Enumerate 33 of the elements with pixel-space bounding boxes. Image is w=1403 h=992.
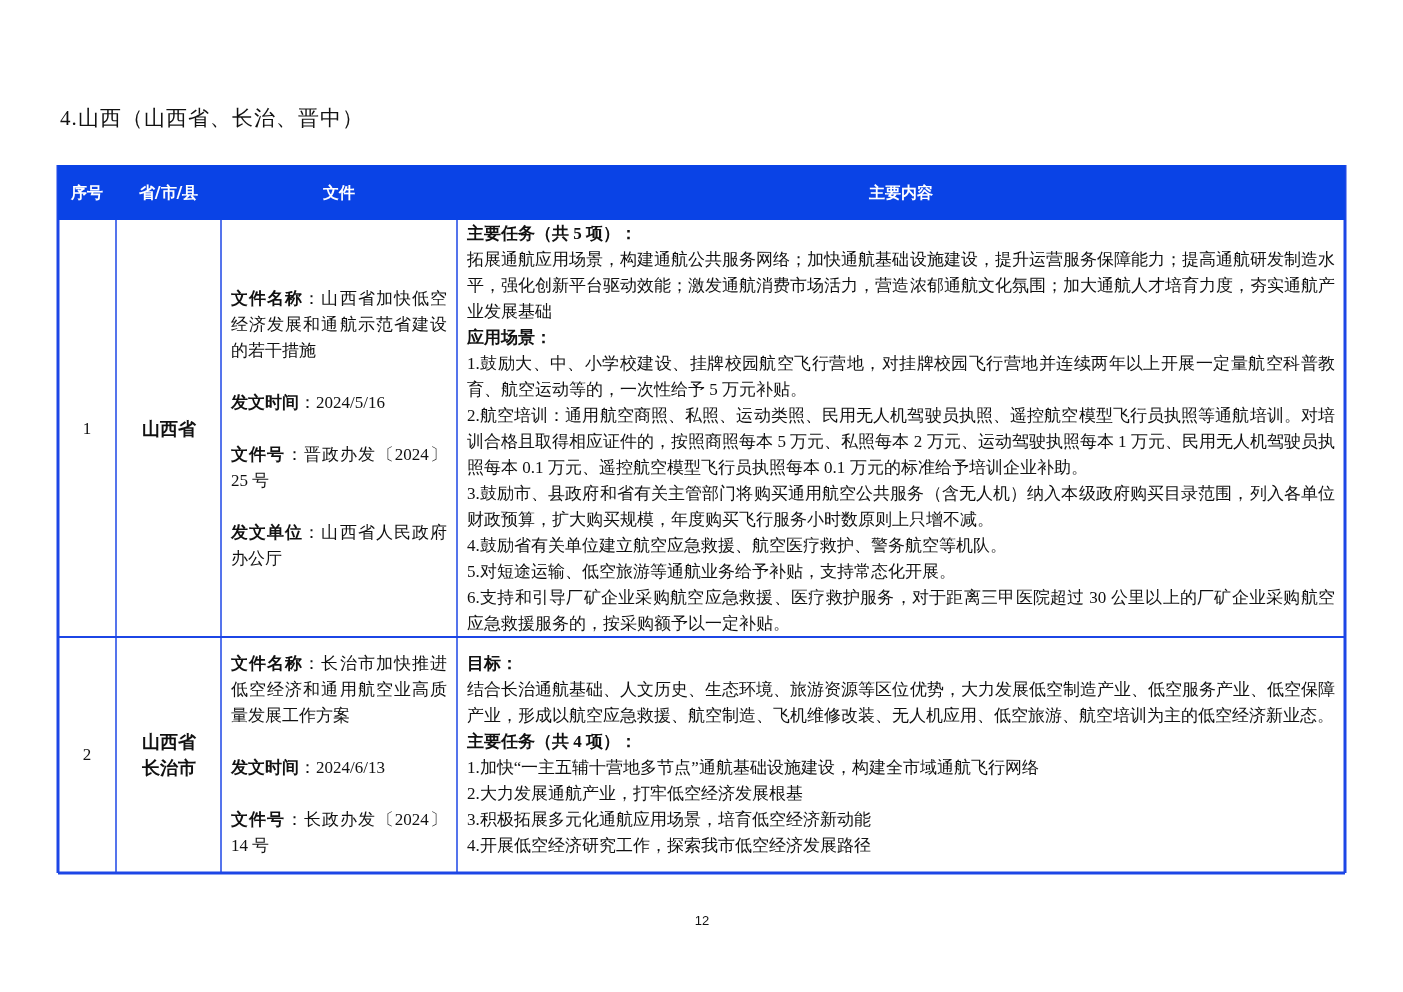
cell-text: 3.积极拓展多元化通航应用场景，培育低空经济新动能 xyxy=(467,809,872,831)
document-field: 发文单位：山西省人民政府办公厅 xyxy=(231,519,447,572)
section-heading: 主要任务（共 4 项）： xyxy=(467,731,638,753)
cell-text: 拓展通航应用场景，构建通航公共服务网络；加快通航基础设施建设，提升运营服务保障能力；提高通航研发制造水平，强化创新平台驱动效能；激发通航消费市场活力，营造浓郁通航文化氛围；加大通航人才培育力度，夯实通航产业发展基础 xyxy=(467,248,1335,323)
column-header: 主要内容 xyxy=(868,182,934,204)
column-header: 文件 xyxy=(322,182,356,204)
document-field: 文件名称：长治市加快推进低空经济和通用航空业高质量发展工作方案 xyxy=(231,651,447,729)
column-header: 序号 xyxy=(70,182,104,204)
cell-text: 结合长治通航基础、人文历史、生态环境、旅游资源等区位优势，大力发展低空制造产业、低空服务产业、低空保障产业，形成以航空应急救援、航空制造、飞机维修改装、无人机应用、低空旅游、航空培训为主的低空经济新业态。 xyxy=(467,679,1335,727)
document-field: 文件号：长政办发〔2024〕14 号 xyxy=(231,807,447,859)
document-field: 发文时间：2024/6/13 xyxy=(231,755,447,781)
section-heading: 应用场景： xyxy=(467,326,553,349)
page-number: 12 xyxy=(693,913,711,928)
cell-text: 3.鼓励市、县政府和省有关主管部门将购买通用航空公共服务（含无人机）纳入本级政府购买目录范围，列入各单位财政预算，扩大购买规模，年度购买飞行服务小时数原则上只增不减。 xyxy=(467,482,1335,531)
column-header: 省/市/县 xyxy=(137,182,200,204)
cell-text: 1.鼓励大、中、小学校建设、挂牌校园航空飞行营地，对挂牌校园飞行营地并连续两年以上开展一定量航空科普教育、航空运动等的，一次性给予 5 万元补贴。 xyxy=(467,352,1335,401)
cell-text: 1.加快“一主五辅十营地多节点”通航基础设施建设，构建全市域通航飞行网络 xyxy=(467,757,1040,779)
cell-text: 4.开展低空经济研究工作，探索我市低空经济发展路径 xyxy=(467,835,872,857)
cell-text: 2.大力发展通航产业，打牢低空经济发展根基 xyxy=(467,783,804,805)
row-number: 2 xyxy=(82,744,92,766)
row-number: 1 xyxy=(82,417,92,440)
section-heading: 主要任务（共 5 项）： xyxy=(467,222,638,245)
document-field: 文件名称：山西省加快低空经济发展和通航示范省建设的若干措施 xyxy=(231,285,447,364)
section-heading: 目标： xyxy=(467,653,519,675)
cell-text: 6.支持和引导厂矿企业采购航空应急救援、医疗救护服务，对于距离三甲医院超过 30 公里以上的厂矿企业采购航空应急救援服务的，按采购额予以一定补贴。 xyxy=(467,586,1335,635)
cell-text: 5.对短途运输、低空旅游等通航业务给予补贴，支持常态化开展。 xyxy=(467,560,957,583)
cell-text: 4.鼓励省有关单位建立航空应急救援、航空医疗救护、警务航空等机队。 xyxy=(467,534,1008,557)
region-name: 山西省长治市 xyxy=(140,731,197,780)
region-name: 山西省 xyxy=(141,417,196,441)
cell-text: 2.航空培训：通用航空商照、私照、运动类照、民用无人机驾驶员执照、遥控航空模型飞行员执照等通航培训。对培训合格且取得相应证件的，按照商照每本 5 万元、私照每本 2 万元、运动驾驶执照每本 1 万元、民用无人机驾驶员执照每本 0.1 万元、遥控航空模型飞行员执照每本 0.1 万元的标准给予培训企业补助。 xyxy=(467,404,1335,479)
page-title: 4.山西（山西省、长治、晋中） xyxy=(60,105,364,132)
document-field: 发文时间：2024/5/16 xyxy=(231,389,447,416)
document-field: 文件号：晋政办发〔2024〕25 号 xyxy=(231,441,447,494)
